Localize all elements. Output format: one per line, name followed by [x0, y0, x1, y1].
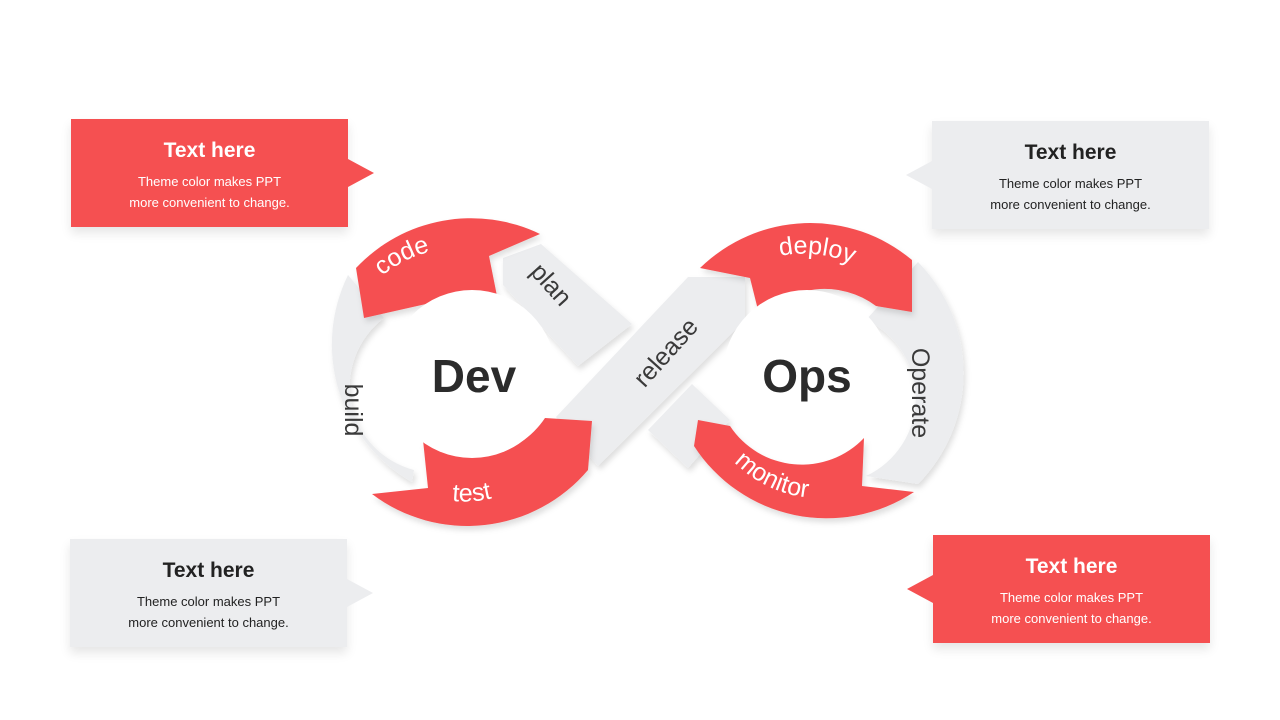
ops-label: Ops — [762, 350, 851, 402]
callout-body: Theme color makes PPT more convenient to… — [128, 594, 289, 630]
dev-hub — [388, 290, 556, 458]
segment-build — [331, 275, 414, 482]
segment-release — [556, 277, 745, 466]
callout-top-left: Text here Theme color makes PPT more con… — [71, 119, 374, 227]
callout-body: Theme color makes PPT more convenient to… — [129, 174, 290, 210]
callout-pointer — [348, 159, 374, 187]
ops-hub — [723, 290, 891, 458]
callout-body: Theme color makes PPT more convenient to… — [990, 176, 1151, 212]
callout-pointer — [347, 579, 373, 607]
callout-title: Text here — [1025, 555, 1118, 578]
stage-label-build: build — [339, 384, 367, 437]
segment-plan — [503, 244, 632, 366]
stage-label-test: test — [452, 477, 494, 508]
segment-monitor — [694, 420, 914, 519]
callout-bottom-left: Text here Theme color makes PPT more con… — [70, 539, 373, 647]
dev-label: Dev — [432, 350, 517, 402]
callout-pointer — [906, 161, 932, 189]
callout-body: Theme color makes PPT more convenient to… — [991, 590, 1152, 626]
callout-bottom-right: Text here Theme color makes PPT more con… — [907, 535, 1210, 643]
callout-title: Text here — [1024, 141, 1117, 164]
segment-release-lower — [648, 384, 730, 468]
segment-operate — [866, 262, 964, 484]
callout-title: Text here — [163, 139, 256, 162]
callout-pointer — [907, 575, 933, 603]
segment-deploy — [700, 223, 912, 318]
callout-top-right: Text here Theme color makes PPT more con… — [906, 121, 1209, 229]
callout-title: Text here — [162, 559, 255, 582]
stage-label-operate: Operate — [906, 348, 934, 438]
segment-test — [372, 418, 592, 527]
